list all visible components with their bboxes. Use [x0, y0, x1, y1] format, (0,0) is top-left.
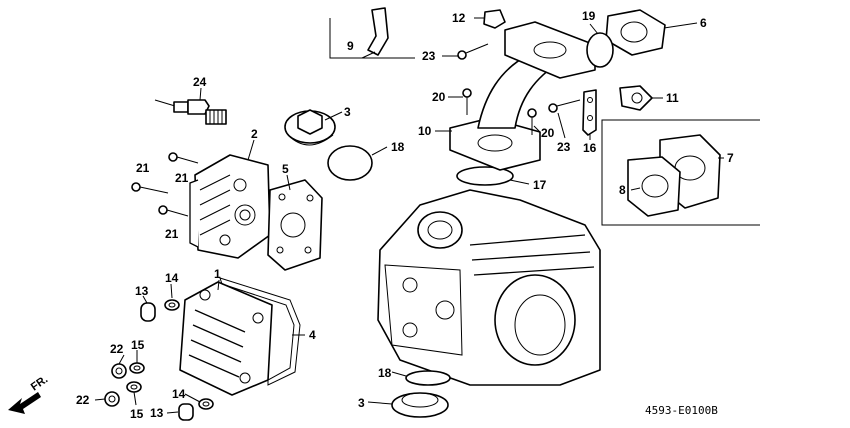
- head-cover-part: [189, 154, 271, 259]
- callout-15-upper: 15: [131, 338, 145, 352]
- group-box-7-8: [601, 119, 760, 226]
- bolt-21a: [168, 152, 199, 164]
- cap-nut-13-upper: [140, 302, 156, 322]
- nut-22-lower: [104, 391, 120, 407]
- spark-plug-part: [154, 99, 227, 125]
- o-ring-19: [586, 32, 614, 68]
- callout-13-lower: 13: [150, 406, 164, 420]
- callout-3-lower: 3: [358, 396, 365, 410]
- callout-8: 8: [619, 183, 626, 197]
- callout-1: 1: [214, 267, 221, 281]
- callout-9: 9: [347, 39, 354, 53]
- callout-12: 12: [452, 11, 466, 25]
- gasket-17: [456, 166, 514, 186]
- callout-24: 24: [193, 75, 207, 89]
- callout-23-upper: 23: [422, 49, 436, 63]
- callout-7: 7: [727, 151, 734, 165]
- callout-23-lower: 23: [557, 140, 571, 154]
- lower-cover-part: [179, 281, 273, 396]
- group-box-9: [329, 18, 415, 59]
- o-ring-18-lower: [405, 370, 451, 386]
- callout-15-lower: 15: [130, 407, 144, 421]
- insulator-6: [605, 9, 666, 56]
- washer-15-lower: [126, 381, 142, 393]
- callout-22-upper: 22: [110, 342, 124, 356]
- callout-18-upper: 18: [391, 140, 405, 154]
- callout-10: 10: [418, 124, 432, 138]
- clamp-11: [619, 85, 653, 111]
- front-direction-arrow-icon: [8, 392, 41, 414]
- callout-22-lower: 22: [76, 393, 90, 407]
- callout-20-upper: 20: [432, 90, 446, 104]
- clip-12: [483, 9, 506, 29]
- callout-11: 11: [666, 91, 679, 105]
- callout-14-upper: 14: [165, 271, 179, 285]
- washer-14-lower: [198, 398, 214, 410]
- callout-21c: 21: [165, 227, 179, 241]
- callout-20-lower: 20: [541, 126, 555, 140]
- callout-21a: 21: [175, 171, 189, 185]
- bolt-21b: [131, 182, 169, 194]
- cylinder-head-part: [377, 189, 601, 386]
- callout-13-upper: 13: [135, 284, 149, 298]
- drawing-code: 4593-E0100B: [645, 404, 718, 417]
- callout-17: 17: [533, 178, 547, 192]
- bolt-20-upper: [462, 88, 472, 115]
- leader-lines: [94, 17, 724, 414]
- clamp-9: [367, 7, 389, 56]
- callout-18-lower: 18: [378, 366, 392, 380]
- cover-gasket-part: [267, 179, 323, 271]
- filler-cap-upper-part: [284, 109, 336, 146]
- callout-2: 2: [251, 127, 258, 141]
- cap-nut-13-lower: [178, 403, 194, 421]
- callout-16: 16: [583, 141, 597, 155]
- bolt-23-upper: [457, 43, 489, 60]
- callout-14-lower: 14: [172, 387, 186, 401]
- washer-14-upper: [164, 299, 180, 311]
- o-ring-18-upper: [327, 145, 373, 181]
- lower-gasket-4: [219, 277, 301, 386]
- callout-3-upper: 3: [344, 105, 351, 119]
- callout-5: 5: [282, 162, 289, 176]
- intake-pipe-part: [449, 21, 596, 171]
- filler-cap-lower-part: [391, 392, 449, 418]
- bolt-23-lower: [548, 99, 581, 113]
- bolt-21c: [158, 205, 189, 217]
- nut-22-upper: [111, 363, 127, 379]
- callout-4: 4: [309, 328, 316, 342]
- direction-label: FR.: [29, 373, 50, 393]
- callout-19: 19: [582, 9, 596, 23]
- bracket-16: [582, 89, 597, 136]
- washer-15-upper: [129, 362, 145, 374]
- bolt-20-lower: [527, 108, 537, 135]
- callout-21b: 21: [136, 161, 150, 175]
- callout-6: 6: [700, 16, 707, 30]
- gasket-8: [627, 156, 681, 217]
